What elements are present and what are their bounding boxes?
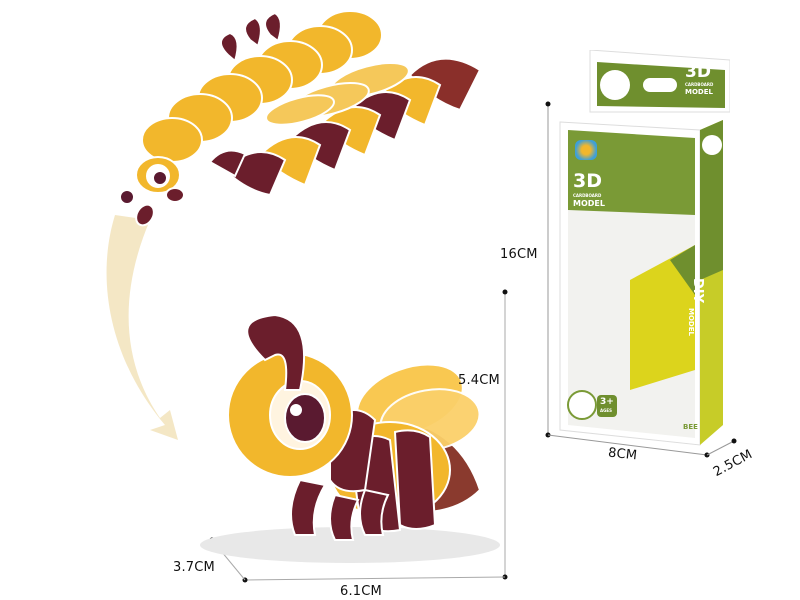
- brand-logo: [575, 140, 597, 160]
- front-title: 3D: [573, 170, 602, 192]
- product-package: 3D CARDBOARD MODEL 3D CARDBOARD MODEL DI…: [555, 50, 730, 450]
- side-subtitle: MODEL: [687, 308, 695, 336]
- header-title: 3D: [685, 62, 711, 82]
- header-subtitle-small: CARDBOARD: [685, 82, 714, 87]
- model-height-label: 5.4CM: [458, 373, 500, 388]
- age-label: AGES: [600, 408, 612, 413]
- header-subtitle: MODEL: [685, 88, 713, 96]
- side-title: DIY: [690, 278, 705, 304]
- box-height-label: 16CM: [500, 247, 538, 262]
- model-width-label: 3.7CM: [173, 560, 215, 575]
- age-badge: 3+: [600, 397, 614, 407]
- front-subtitle-small: CARDBOARD: [573, 193, 602, 198]
- product-name-label: BEE: [683, 423, 698, 431]
- front-subtitle: MODEL: [573, 199, 605, 208]
- box-width-label: 8CM: [607, 445, 638, 464]
- model-length-label: 6.1CM: [340, 584, 382, 599]
